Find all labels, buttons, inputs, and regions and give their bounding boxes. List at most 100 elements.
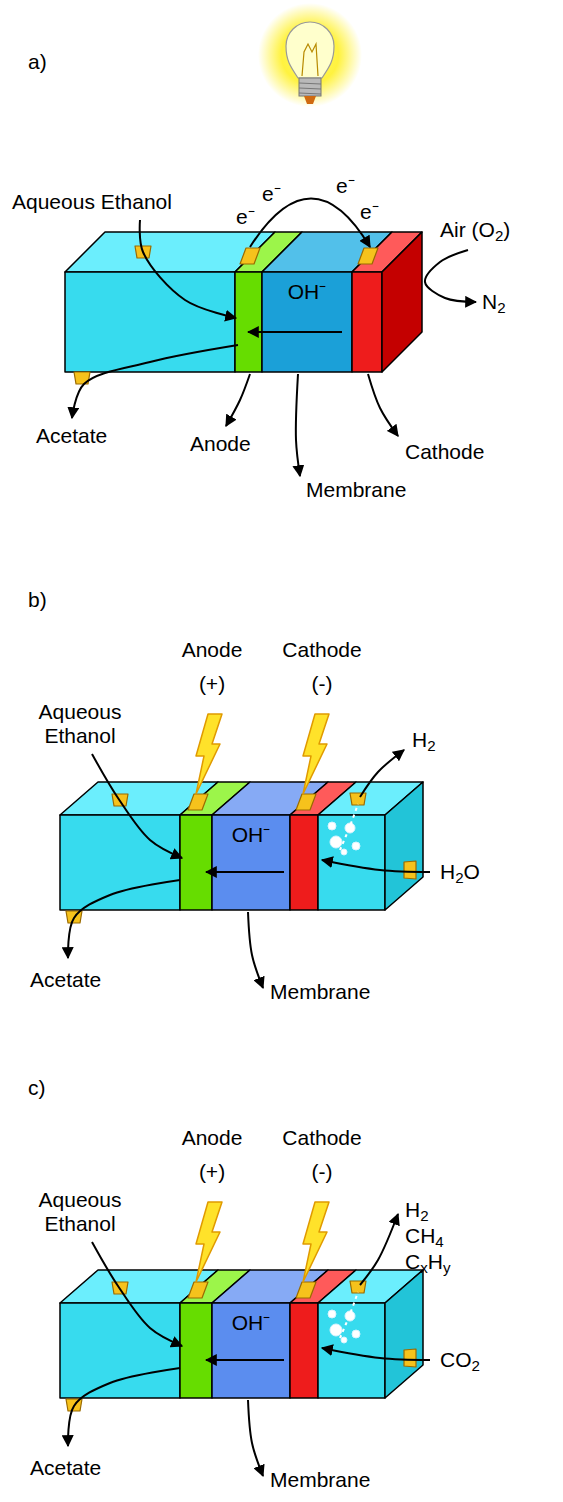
electrode-tab (240, 248, 260, 264)
membrane-face: OH⁻ (262, 272, 352, 372)
part-label: Membrane (270, 980, 370, 1004)
bulb-thread (299, 83, 321, 84)
anolyte-top (60, 782, 218, 815)
anolyte-top (60, 1270, 218, 1303)
acetate-outflow (72, 345, 238, 418)
part-label: Membrane (270, 1468, 370, 1492)
membrane-front (212, 815, 290, 910)
power-bolt (196, 714, 222, 794)
port-plug (404, 1349, 416, 1367)
power-bolt (303, 714, 329, 794)
flow-label: Acetate (30, 1456, 101, 1480)
cathode-front (352, 272, 382, 372)
flow-label: CO2 (440, 1348, 480, 1372)
membrane-face: OH⁻ (212, 1303, 290, 1398)
bulb-tip (304, 96, 316, 104)
gas-outflow (360, 750, 404, 797)
cathode-front (290, 1303, 318, 1398)
polarity-label: (-) (312, 672, 333, 696)
bulb-glass (286, 22, 334, 78)
ethanol-inflow (92, 754, 182, 858)
power-bolt (196, 1202, 222, 1282)
flow-label: H2 (405, 1198, 429, 1222)
electrode-tab (358, 248, 378, 264)
bubble-trail (340, 1292, 358, 1338)
anolyte-front (60, 1303, 180, 1398)
membrane-leader (296, 374, 300, 476)
membrane-face: OH⁻ (212, 815, 290, 910)
ion-label: OH⁻ (232, 1311, 271, 1335)
membrane-top (212, 782, 328, 815)
hydroxide-flow (248, 331, 342, 333)
electrode-tab (188, 794, 208, 810)
port-plug (404, 861, 416, 879)
bubble-trail (340, 804, 358, 850)
hydroxide-flow (206, 871, 284, 873)
feed-inflow (322, 1348, 430, 1360)
anode-front (235, 272, 262, 372)
flow-label: Acetate (30, 968, 101, 992)
ion-label: OH⁻ (232, 823, 271, 847)
part-label: Anode (182, 638, 243, 662)
polarity-label: (+) (199, 672, 225, 696)
gas-outflow (360, 1214, 398, 1285)
anolyte-front (65, 272, 235, 372)
catholyte-front (318, 815, 385, 910)
part-label: Membrane (306, 478, 406, 502)
anolyte-front (60, 815, 180, 910)
electron-label: e⁻ (360, 200, 379, 224)
bulb-glow (258, 3, 362, 107)
cathode-front (290, 815, 318, 910)
catholyte-front (318, 1303, 385, 1398)
flow-label: Aqueous Ethanol (15, 700, 145, 748)
part-label: Anode (190, 432, 251, 456)
flow-label: H2O (440, 860, 480, 884)
flow-label: Aqueous Ethanol (12, 190, 172, 214)
catholyte-side (385, 1270, 423, 1398)
cathode-leader (368, 374, 398, 436)
gas-bubble (330, 1324, 342, 1336)
gas-bubble (352, 842, 360, 850)
membrane-top (212, 1270, 328, 1303)
membrane-leader (248, 1400, 263, 1476)
electron-label: e⁻ (336, 174, 355, 198)
electron-label: e⁻ (236, 205, 255, 229)
gas-bubble (328, 1310, 336, 1318)
electrode-tab (296, 1282, 316, 1298)
part-label: Anode (182, 1126, 243, 1150)
flow-label: N2 (482, 290, 506, 314)
gas-bubble (341, 849, 347, 855)
flow-label: Acetate (36, 424, 107, 448)
air-flow (425, 250, 476, 302)
panel-letter: c) (28, 1076, 46, 1100)
electrode-tab (188, 1282, 208, 1298)
electron-label: e⁻ (262, 182, 281, 206)
gas-bubble (328, 822, 336, 830)
anode-front (180, 815, 212, 910)
acetate-outflow (68, 1368, 180, 1446)
gas-bubble (330, 836, 342, 848)
panel-letter: a) (28, 50, 47, 74)
bulb-filament (302, 44, 318, 76)
ethanol-inflow (140, 220, 236, 318)
feed-inflow (322, 860, 430, 872)
catholyte-side (385, 782, 423, 910)
ion-label: OH⁻ (288, 280, 327, 304)
flow-label: H2 (412, 728, 436, 752)
part-label: Cathode (282, 638, 361, 662)
flow-label: CH4 (405, 1224, 444, 1248)
power-bolt (303, 1202, 329, 1282)
hydroxide-flow (206, 1359, 284, 1361)
anode-leader (226, 374, 250, 426)
polarity-label: (-) (312, 1160, 333, 1184)
part-label: Cathode (282, 1126, 361, 1150)
flow-label: Aqueous Ethanol (15, 1188, 145, 1236)
gas-bubble (341, 1337, 347, 1343)
electrode-tab (296, 794, 316, 810)
flow-label: Air (O2) (440, 218, 510, 242)
polarity-label: (+) (199, 1160, 225, 1184)
anode-front (180, 1303, 212, 1398)
electron-wire (250, 199, 370, 248)
ethanol-inflow (92, 1242, 182, 1346)
membrane-front (262, 272, 352, 372)
